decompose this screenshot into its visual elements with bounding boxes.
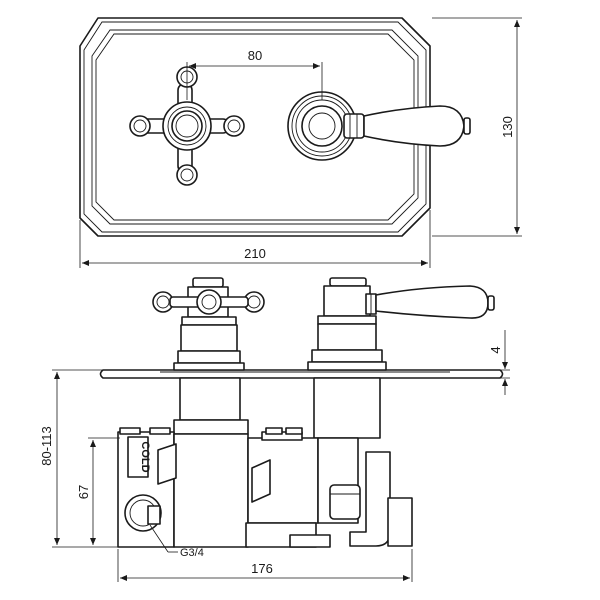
cross-handle-side (152, 277, 265, 371)
faceplate-outer (79, 17, 431, 237)
front-view: 80 130 210 (79, 17, 522, 268)
faceplate-inner-1 (83, 21, 427, 233)
dim-overall-width: 176 (251, 561, 273, 576)
dim-depth-range: 80-113 (39, 426, 54, 466)
lever-handle-side (307, 277, 495, 371)
dim-depth-body: 67 (76, 485, 91, 499)
side-view: COLD 4 80-113 67 (39, 277, 510, 582)
faceplate-profile (99, 369, 504, 379)
dim-height-plate: 130 (500, 116, 515, 138)
dim-spacing: 80 (248, 48, 262, 63)
faceplate-inner-3 (95, 33, 415, 221)
faceplate-inner-2 (91, 29, 419, 225)
thread-label: G3/4 (180, 547, 204, 559)
dim-width-plate: 210 (244, 246, 266, 261)
lever-handle-front (287, 91, 471, 161)
dim-plate-thickness: 4 (488, 346, 503, 353)
valve-body: COLD (117, 377, 413, 548)
cold-label: COLD (139, 441, 151, 472)
